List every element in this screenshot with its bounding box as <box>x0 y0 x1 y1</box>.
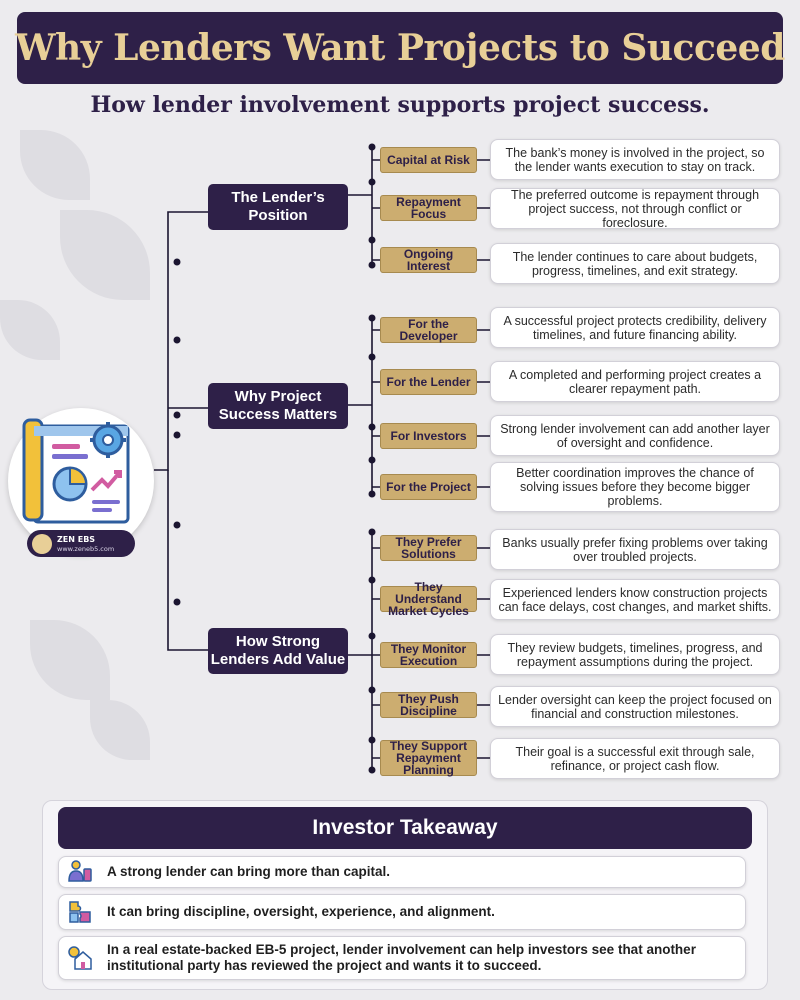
category-project-success: Why Project Success Matters <box>208 383 348 429</box>
blueprint-chart-icon <box>22 418 130 524</box>
takeaway-title: Investor Takeaway <box>58 807 752 849</box>
sub-label: For the Lender <box>380 369 477 395</box>
description-box: Experienced lenders know construction pr… <box>490 579 780 620</box>
sub-label: They Understand Market Cycles <box>380 581 477 617</box>
category-strong-lenders: How Strong Lenders Add Value <box>208 628 348 674</box>
description-box: Strong lender involvement can add anothe… <box>490 415 780 456</box>
sub-label: For the Developer <box>380 317 477 343</box>
brand-logo-icon <box>32 533 52 554</box>
title-banner: Why Lenders Want Projects to Succeed <box>15 12 785 84</box>
description-box: The bank’s money is involved in the proj… <box>490 139 780 180</box>
sub-label: For the Project <box>380 474 477 500</box>
brand-url: www.zeneb5.com <box>57 544 115 553</box>
description-box: Lender oversight can keep the project fo… <box>490 686 780 727</box>
sub-label: They Monitor Execution <box>380 642 477 668</box>
description-box: They review budgets, timelines, progress… <box>490 634 780 675</box>
person-icon <box>68 860 92 882</box>
takeaway-text: It can bring discipline, oversight, expe… <box>107 904 495 919</box>
description-box: Better coordination improves the chance … <box>490 462 780 512</box>
takeaway-item: A strong lender can bring more than capi… <box>58 856 746 888</box>
sub-label: Ongoing Interest <box>380 247 477 273</box>
house-icon <box>68 946 92 970</box>
puzzle-icon <box>69 901 91 923</box>
description-box: Their goal is a successful exit through … <box>490 738 780 779</box>
brand-badge: ZEN EBS www.zeneb5.com <box>27 530 135 557</box>
takeaway-item: In a real estate-backed EB-5 project, le… <box>58 936 746 980</box>
description-box: The preferred outcome is repayment throu… <box>490 188 780 230</box>
takeaway-item: It can bring discipline, oversight, expe… <box>58 894 746 930</box>
sub-label: For Investors <box>380 423 477 449</box>
brand-name: ZEN EBS <box>57 534 96 544</box>
page-title: Why Lenders Want Projects to Succeed <box>15 27 785 69</box>
blueprint-chart-logo <box>8 408 154 554</box>
sub-label: They Support Repayment Planning <box>380 740 477 776</box>
sub-label: Repayment Focus <box>380 195 477 221</box>
sub-label: Capital at Risk <box>380 147 477 173</box>
page-subtitle: How lender involvement supports project … <box>90 92 710 118</box>
sub-label: They Prefer Solutions <box>380 535 477 561</box>
description-box: A completed and performing project creat… <box>490 361 780 402</box>
description-box: A successful project protects credibilit… <box>490 307 780 348</box>
sub-label: They Push Discipline <box>380 692 477 718</box>
category-lender-position: The Lender’s Position <box>208 184 348 230</box>
takeaway-text: In a real estate-backed EB-5 project, le… <box>107 942 696 973</box>
description-box: The lender continues to care about budge… <box>490 243 780 284</box>
description-box: Banks usually prefer fixing problems ove… <box>490 529 780 570</box>
takeaway-text: A strong lender can bring more than capi… <box>107 864 391 879</box>
